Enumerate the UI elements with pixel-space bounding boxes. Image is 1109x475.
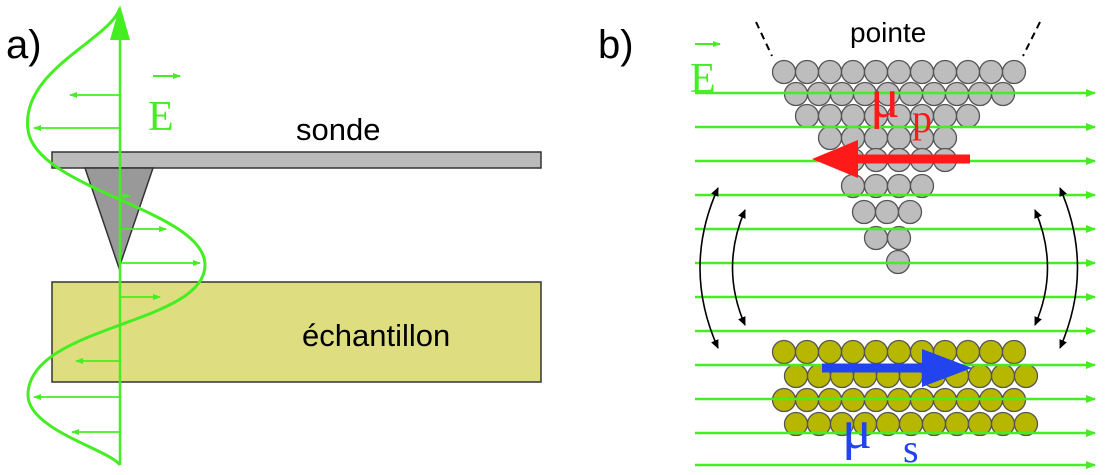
tip-atom [932,59,958,85]
tip-atom [932,125,958,151]
tip-atom [886,225,912,251]
sample-atom [990,363,1016,389]
tip-atom [817,103,843,129]
tip-dipole-subscript: p [912,96,932,141]
field-label-a: E [148,73,181,140]
sample-atom [1013,411,1039,437]
tip-label: pointe [850,17,926,48]
sample-atoms [771,339,1039,437]
tip-atom [794,59,820,85]
tip-atom [909,59,935,85]
coupling-arrows [699,187,1079,349]
coupling-arrow-right-outer [1059,187,1079,349]
tip-dash-left [755,21,773,57]
panel-b-label: b) [598,23,634,67]
tip-atom [955,103,981,129]
sample-atom [783,363,809,389]
sample-atom [863,339,889,365]
tip-dash-right [1022,21,1041,57]
sample-atom [840,339,866,365]
sample-atom [1013,363,1039,389]
tip-atom [771,59,797,85]
panel-a: a) échantillon sonde E [6,5,542,467]
tip-atom [874,199,900,225]
field-wave [26,7,207,467]
sample-dipole-symbol: μ [842,399,872,461]
panel-b: b) pointe E μ p μ s [598,17,1096,471]
field-label-b: E [690,41,721,102]
tip-atom [1001,59,1027,85]
tip-atom [955,59,981,85]
sample-atom [817,339,843,365]
probe-label: sonde [296,112,380,147]
tip-atom [840,59,866,85]
panel-a-label: a) [6,23,42,67]
tip-atom [794,103,820,129]
sample-atom [886,339,912,365]
tip-dipole-symbol: μ [870,68,900,130]
sample-atom [955,339,981,365]
field-vectors-a [33,92,201,435]
tip-atom [851,199,877,225]
field-symbol-b: E [690,56,716,102]
sample-label: échantillon [302,318,450,353]
tip-atom [817,59,843,85]
tip-atom [817,125,843,151]
tip-atoms [771,59,1027,275]
tip-atom [932,103,958,129]
coupling-arrow-left-outer [699,187,719,349]
sample-dipole: μ s [822,349,972,471]
sample-atom [1001,339,1027,365]
tip-dipole: μ p [812,68,970,178]
sample-dipole-subscript: s [903,426,919,471]
tip-atom [978,59,1004,85]
probe-cantilever [51,151,542,169]
tip-atom [840,103,866,129]
tip-atom [909,173,935,199]
coupling-arrow-left-inner [731,209,746,326]
sample-atom [794,339,820,365]
sample-block [51,281,542,383]
tip-atom [897,199,923,225]
field-symbol-a: E [148,94,174,140]
sample-atom [978,339,1004,365]
sample-atom [771,339,797,365]
sample-atom [967,363,993,389]
propagation-arrowhead [110,5,130,40]
coupling-arrow-right-inner [1034,209,1049,326]
